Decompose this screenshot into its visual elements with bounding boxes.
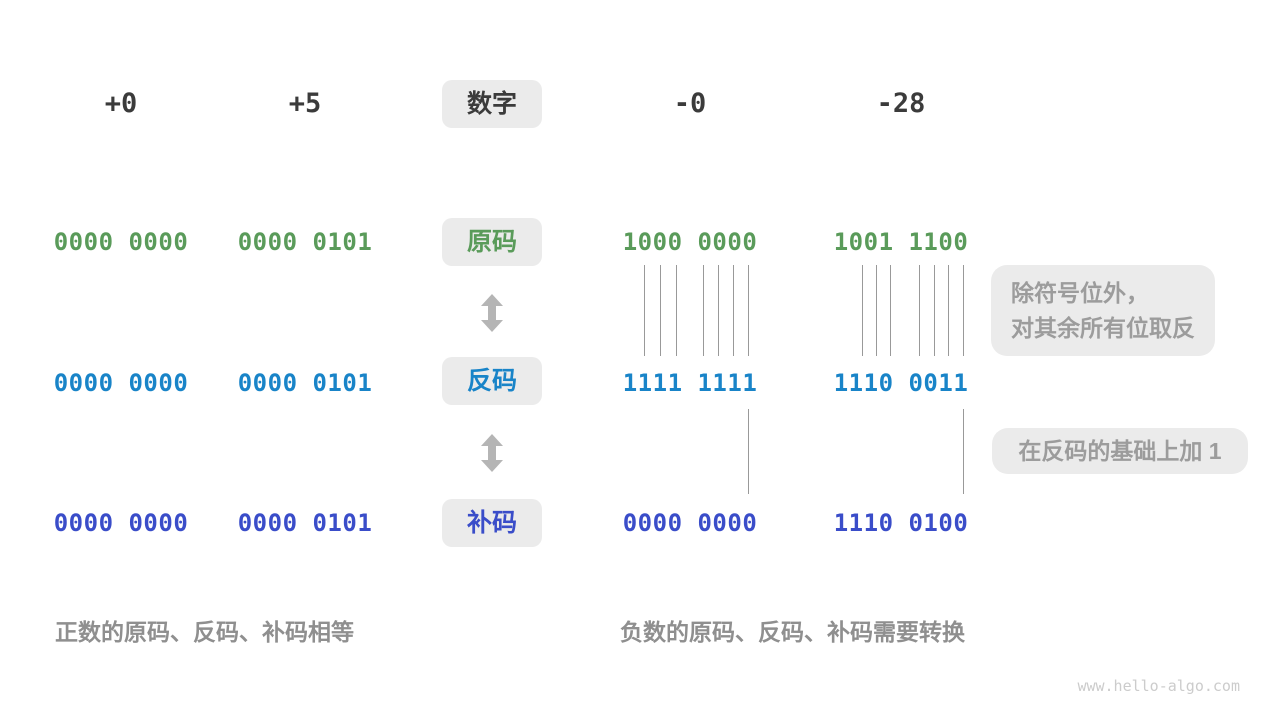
bit-connector-line [718, 265, 719, 356]
caption-positive-numbers: 正数的原码、反码、补码相等 [55, 619, 354, 645]
watermark-url: www.hello-algo.com [1077, 677, 1240, 695]
note-add-one: 在反码的基础上加 1 [992, 428, 1248, 474]
badge-number: 数字 [442, 80, 542, 128]
sign-magnitude-value-minus0: 1000 0000 [622, 228, 758, 256]
bit-connector-line [676, 265, 677, 356]
note-invert-line2: 对其余所有位取反 [1011, 315, 1195, 341]
bit-connector-line [733, 265, 734, 356]
bit-connector-line [948, 265, 949, 356]
sign-magnitude-value-minus28: 1001 1100 [833, 228, 969, 256]
bit-connector-line [890, 265, 891, 356]
bit-connector-line [660, 265, 661, 356]
sign-magnitude-value-plus5: 0000 0101 [237, 228, 373, 256]
bit-connector-line [703, 265, 704, 356]
double-arrow-icon [480, 434, 504, 472]
caption-negative-numbers: 负数的原码、反码、补码需要转换 [620, 619, 965, 645]
badge-sign-magnitude: 原码 [442, 218, 542, 266]
ones-complement-value-minus28: 1110 0011 [833, 369, 969, 397]
double-arrow-icon [480, 294, 504, 332]
bit-connector-line [644, 265, 645, 356]
bit-connector-line [748, 265, 749, 356]
twos-complement-value-minus28: 1110 0100 [833, 509, 969, 537]
badge-twos-complement: 补码 [442, 499, 542, 547]
header-number-plus5: +5 [288, 88, 322, 119]
header-number-minus28: -28 [876, 88, 926, 119]
header-number-minus0: -0 [673, 88, 707, 119]
twos-complement-value-plus0: 0000 0000 [53, 509, 189, 537]
bit-connector-line [919, 265, 920, 356]
note-invert-bits: 除符号位外， 对其余所有位取反 [991, 265, 1215, 356]
bit-connector-line [876, 265, 877, 356]
ones-complement-value-minus0: 1111 1111 [622, 369, 758, 397]
bit-connector-line [934, 265, 935, 356]
bit-connector-line [963, 265, 964, 356]
twos-complement-value-plus5: 0000 0101 [237, 509, 373, 537]
add-one-connector-line [748, 409, 749, 494]
sign-magnitude-value-plus0: 0000 0000 [53, 228, 189, 256]
badge-ones-complement: 反码 [442, 357, 542, 405]
header-number-plus0: +0 [104, 88, 138, 119]
note-invert-line1: 除符号位外， [1011, 280, 1149, 306]
ones-complement-value-plus5: 0000 0101 [237, 369, 373, 397]
ones-complement-value-plus0: 0000 0000 [53, 369, 189, 397]
bit-connector-line [862, 265, 863, 356]
twos-complement-value-minus0: 0000 0000 [622, 509, 758, 537]
add-one-connector-line [963, 409, 964, 494]
